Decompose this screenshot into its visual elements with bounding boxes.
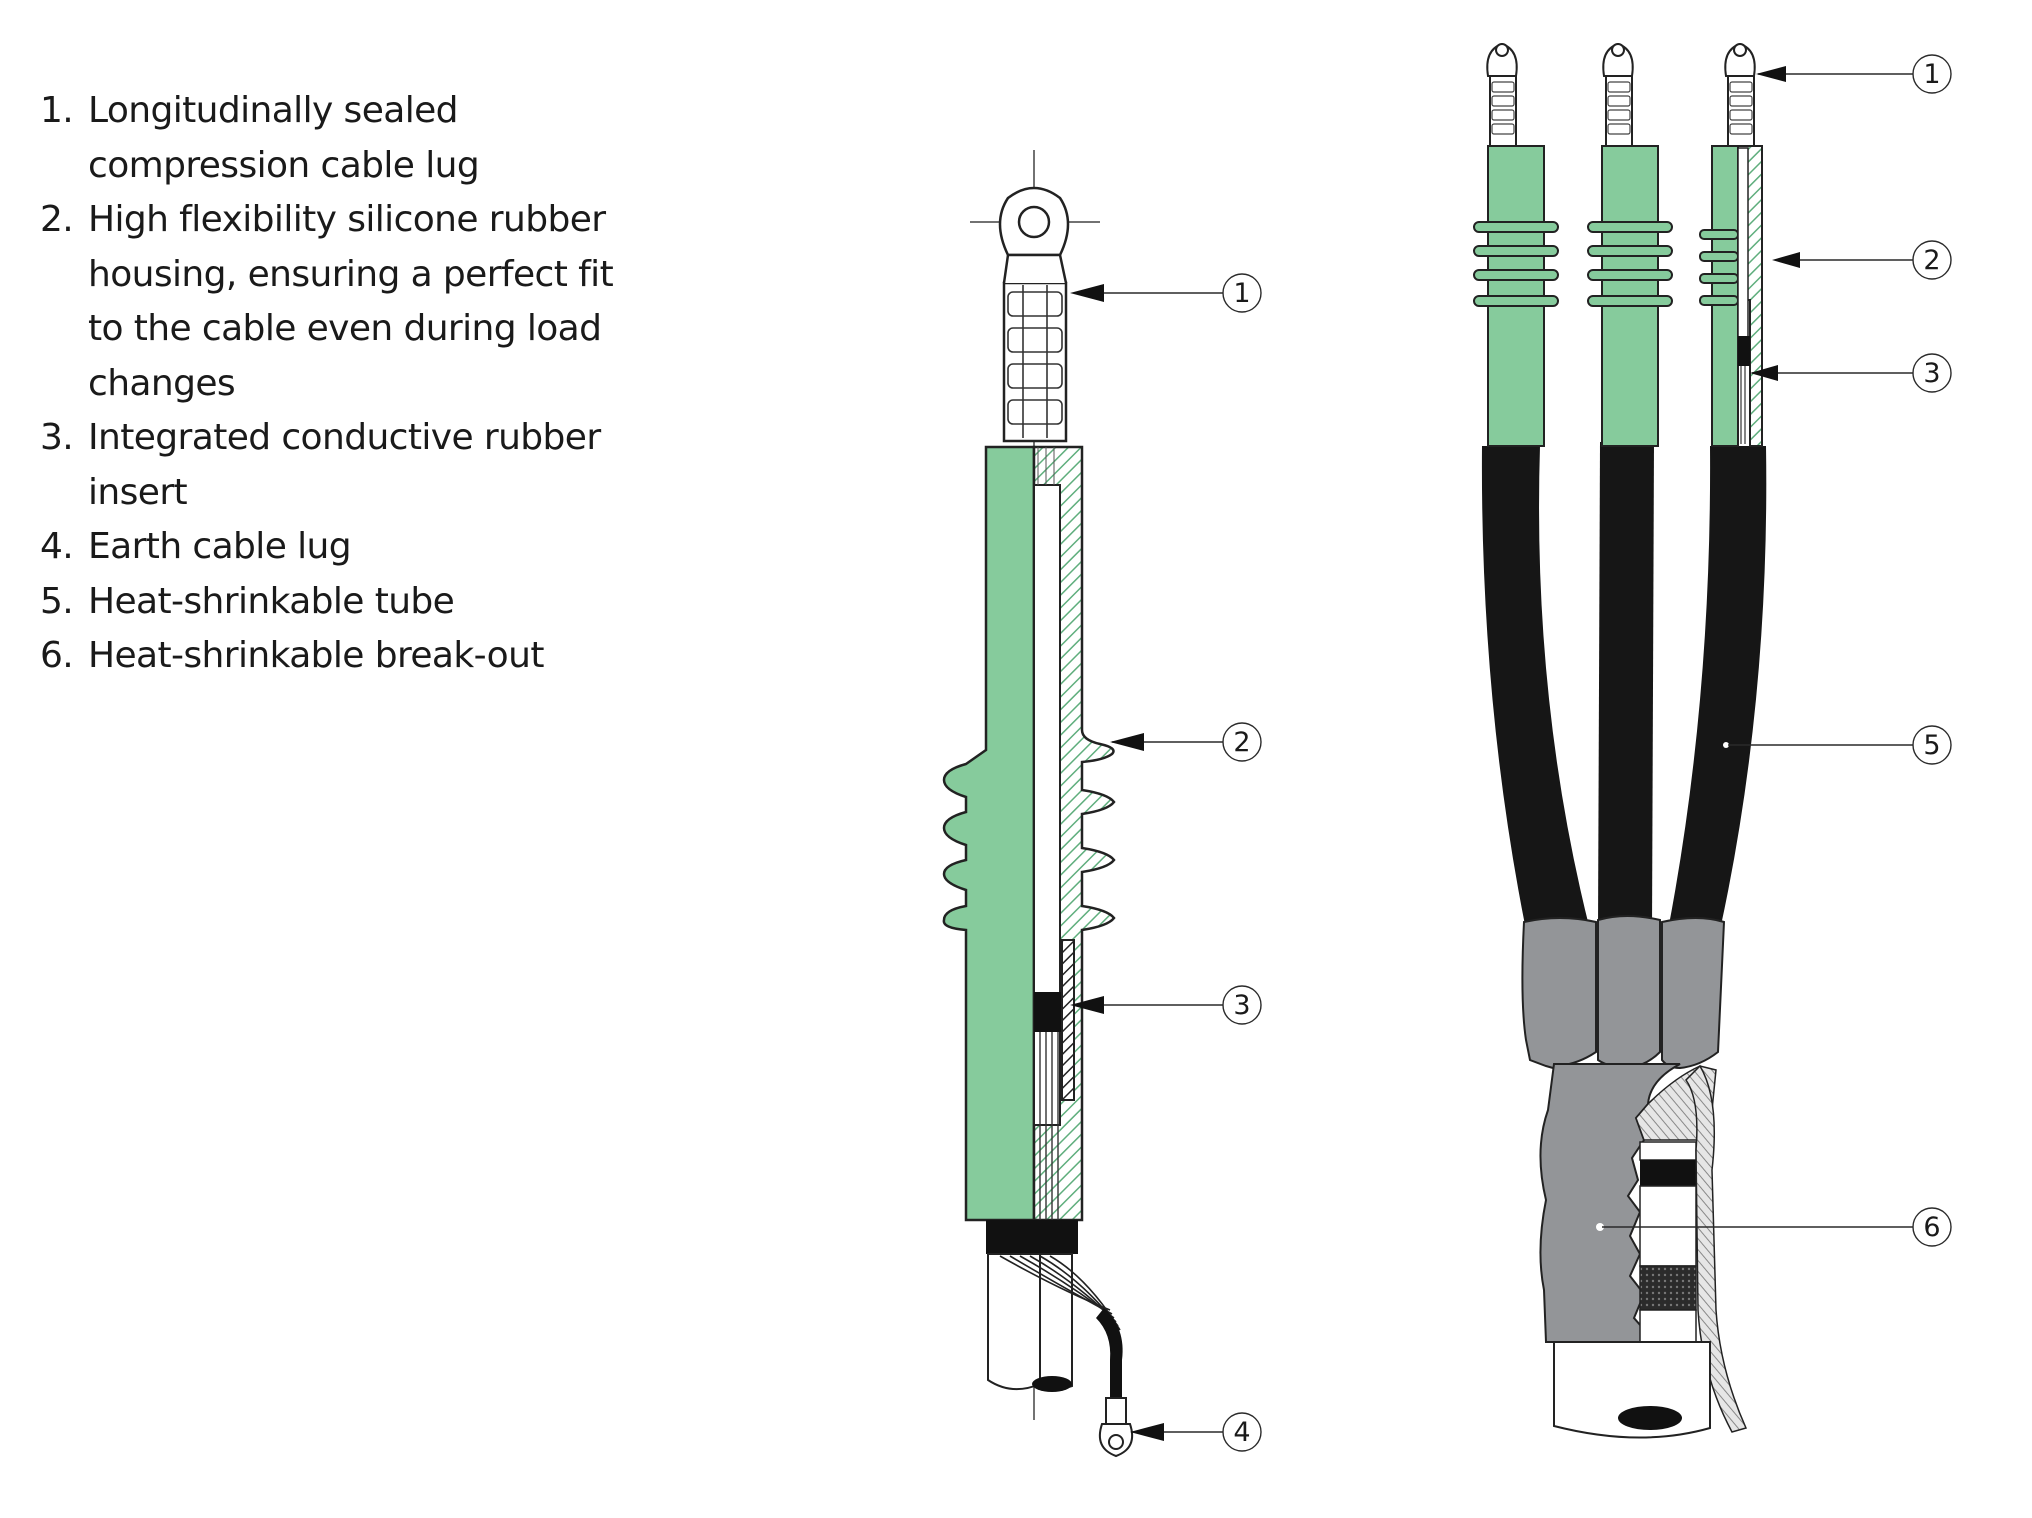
legend-item-1: 1. Longitudinally sealed compression cabl… [40, 84, 640, 193]
callout-triple-2: 2 [1772, 240, 1952, 280]
cable-right [1668, 446, 1767, 930]
callout-triple-5-label: 5 [1923, 730, 1940, 761]
legend-item-number: 6. [40, 635, 74, 676]
callout-triple-1-label: 1 [1923, 59, 1940, 90]
cable-lug-right-icon [1724, 42, 1756, 147]
cable-left [1481, 446, 1590, 930]
legend-item-text: Earth cable lug [88, 526, 352, 567]
legend-item-number: 2. [40, 199, 74, 240]
legend-item-text: Heat-shrinkable tube [88, 580, 455, 622]
callout-single-1-label: 1 [1233, 278, 1250, 309]
legend-item-6: 6. Heat-shrinkable break-out [40, 629, 640, 684]
silicone-housing-left [942, 445, 1036, 1222]
legend-item-5: 5. Heat-shrinkable tube [40, 575, 640, 630]
housing-middle [1587, 145, 1673, 447]
legend-item-text: Integrated conductive rubber insert [88, 417, 601, 513]
callout-triple-6-label: 6 [1923, 1212, 1940, 1243]
legend-item-number: 1. [40, 90, 74, 131]
breakout-fingers [1521, 915, 1726, 1072]
callout-triple-3-label: 3 [1923, 358, 1940, 389]
legend-item-text: High flexibility silicone rubber housing… [88, 199, 614, 404]
callout-single-1: 1 [1070, 273, 1262, 313]
legend-item-text: Heat-shrinkable break-out [88, 635, 544, 676]
callout-single-4-label: 4 [1233, 1417, 1250, 1448]
callout-triple-6: 6 [1602, 1207, 1952, 1247]
legend-item-number: 5. [40, 580, 74, 622]
callout-single-3: 3 [1070, 985, 1262, 1025]
legend-list: 1. Longitudinally sealed compression cabl… [40, 84, 640, 684]
callouts-triple: 1 2 3 5 6 [1602, 54, 1952, 1247]
breakout-body [1539, 1063, 1681, 1343]
callout-triple-2-label: 2 [1923, 245, 1940, 276]
legend-item-number: 4. [40, 526, 74, 567]
earth-lead [1096, 1308, 1123, 1398]
three-core-termination [1473, 42, 1767, 1439]
callouts-single: 1 2 3 4 [1070, 273, 1262, 1452]
legend-item-4: 4. Earth cable lug [40, 520, 640, 575]
legend-item-3: 3. Integrated conductive rubber insert [40, 411, 640, 520]
callout-triple-1: 1 [1756, 54, 1952, 94]
single-core-termination [942, 150, 1134, 1458]
housing-right-section [1699, 145, 1763, 447]
earth-cable-lug-icon [1098, 1397, 1134, 1458]
breakout-cutaway [1635, 1064, 1748, 1433]
cable-lug-left-icon [1486, 42, 1518, 147]
conductive-insert [1034, 992, 1062, 1032]
cable-lug-icon [998, 186, 1070, 443]
callout-single-2-label: 2 [1233, 727, 1250, 758]
legend-item-2: 2. High flexibility silicone rubber housi… [40, 193, 640, 411]
cable-middle [1598, 442, 1654, 930]
legend-item-text: Longitudinally sealed compression cable … [88, 90, 480, 186]
cable-lug-middle-icon [1602, 42, 1634, 147]
callout-single-2: 2 [1110, 722, 1262, 762]
callout-triple-5: 5 [1728, 725, 1952, 765]
sealing-collar [986, 1220, 1078, 1254]
callout-single-4: 4 [1130, 1412, 1262, 1452]
legend-item-number: 3. [40, 417, 74, 458]
callout-triple-3: 3 [1750, 353, 1952, 393]
housing-left [1473, 145, 1559, 447]
callout-single-3-label: 3 [1233, 990, 1250, 1021]
